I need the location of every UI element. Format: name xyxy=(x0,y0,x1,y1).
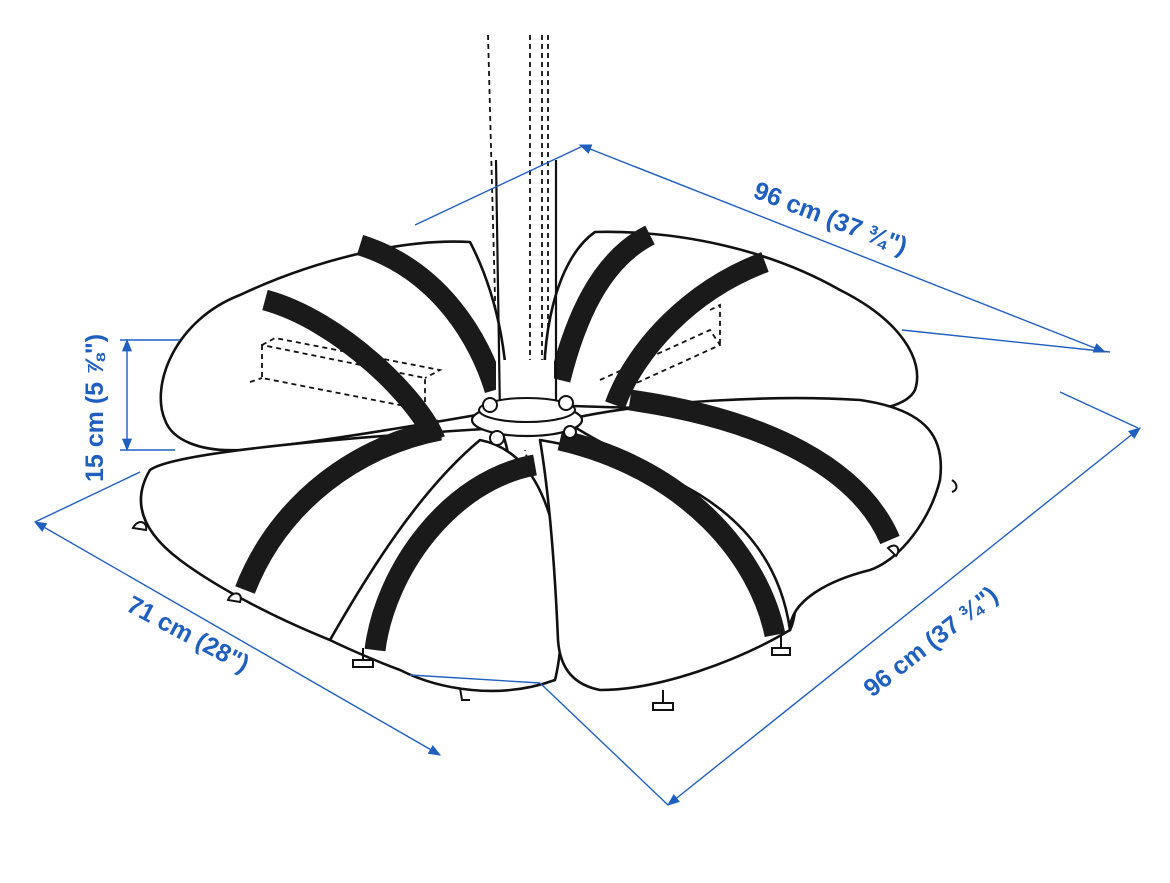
dimension-label-front-depth: 71 cm (28") xyxy=(122,591,254,679)
dimension-label-height: 15 cm (5 ⅞") xyxy=(81,334,109,482)
cap-front-center xyxy=(652,690,674,711)
pole-hub xyxy=(470,159,584,446)
strap-back-center xyxy=(356,234,506,394)
dimension-label-top-width: 96 cm (37 ¾") xyxy=(750,176,911,260)
dimension-label-side-width: 96 cm (37 ¾") xyxy=(858,581,1003,703)
dimension-lines xyxy=(33,144,1141,806)
